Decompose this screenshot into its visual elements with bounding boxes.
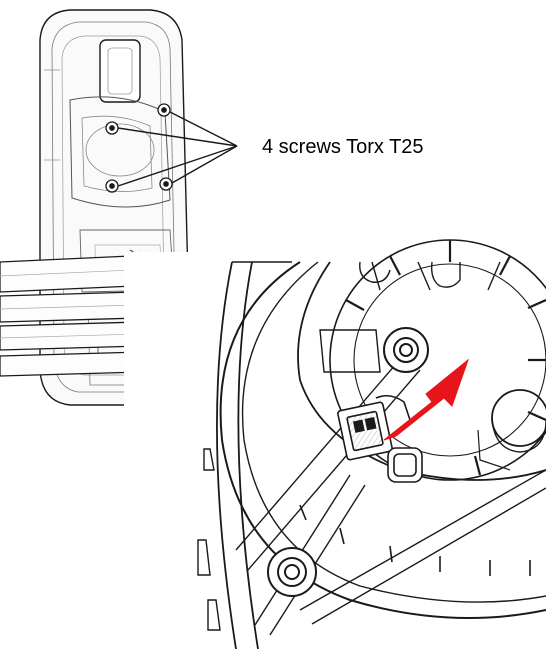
screw-4-icon	[159, 177, 173, 191]
screw-group	[105, 103, 173, 193]
lower-housing-bg	[124, 252, 546, 649]
lower-screw-bottom-icon	[267, 547, 317, 597]
screws-callout-label: 4 screws Torx T25	[262, 136, 424, 158]
screw-2-icon	[157, 103, 171, 117]
callout-leaders	[117, 111, 238, 187]
connector	[337, 394, 423, 483]
lower-screw-top-icon	[383, 327, 429, 373]
support-arm	[0, 255, 141, 377]
screw-1-icon	[105, 121, 119, 135]
red-arrow-icon	[383, 358, 470, 441]
screw-3-icon	[105, 179, 119, 193]
